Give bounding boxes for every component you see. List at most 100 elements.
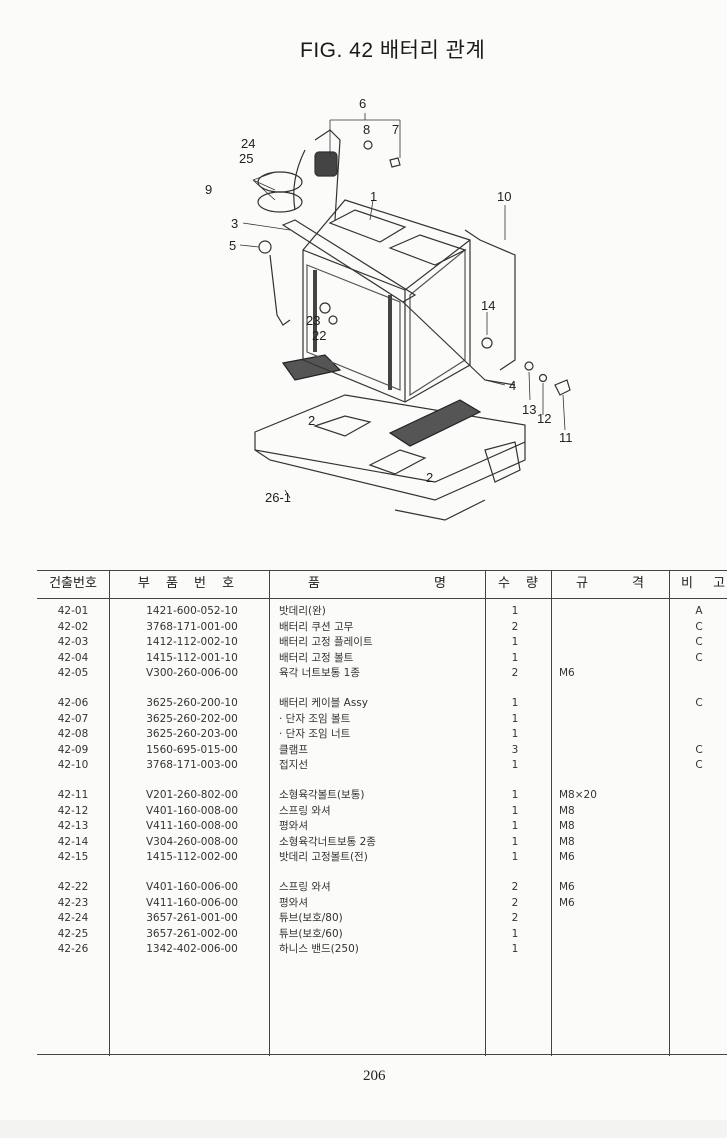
cell-spec: M8: [559, 820, 575, 832]
cell-part: 1421-600-052-10: [146, 605, 238, 617]
table-rule: [269, 570, 270, 1056]
cell-part: 3768-171-003-00: [146, 759, 238, 771]
cell-part: 1560-695-015-00: [146, 743, 238, 756]
cell-part: V304-260-008-00: [145, 835, 239, 848]
cell-qty: 1: [511, 697, 519, 709]
cell-qty: 1: [511, 636, 519, 648]
battery-exploded-diagram: 6 8 7 24 25 9 1 10 3 5 23 22 14 4 2 13 1…: [205, 96, 573, 521]
table-rule: [37, 598, 727, 599]
cell-name: · 단자 조임 너트: [279, 728, 351, 740]
header-part-name: 품 명: [307, 576, 447, 591]
header-remarks: 비 고: [681, 576, 726, 591]
table-rule: [37, 570, 727, 571]
cell-note: A: [695, 605, 703, 617]
cell-part: V411-160-008-00: [145, 820, 239, 832]
cell-spec: M6: [559, 851, 575, 863]
cell-no: 42-10: [57, 759, 89, 771]
cell-no: 42-24: [57, 912, 89, 924]
cell-no: 42-12: [57, 804, 89, 817]
cell-no: 42-08: [57, 728, 89, 740]
callout: 6: [359, 96, 366, 111]
cell-no: 42-22: [57, 881, 89, 893]
header-spec: 규 격: [575, 576, 645, 591]
cell-no: 42-23: [57, 896, 89, 909]
cell-no: 42-09: [57, 743, 89, 756]
cell-part: V411-160-006-00: [145, 896, 239, 909]
cell-name: 배터리 케이블 Assy: [279, 697, 368, 709]
cell-name: 밧데리 고정볼트(전): [279, 851, 368, 863]
cell-spec: M6: [559, 896, 575, 909]
header-ref-no: 건출번호: [49, 576, 97, 591]
table-rule: [669, 570, 670, 1056]
table-rule: [109, 570, 110, 1056]
cell-note: C: [695, 651, 703, 664]
callout: 22: [312, 328, 326, 343]
cell-qty: 2: [511, 896, 519, 909]
cell-name: 튜브(보호/60): [279, 927, 343, 940]
cell-name: 소형육각너트보통 2종: [279, 835, 376, 848]
callout: 10: [497, 189, 511, 204]
cell-part: 3768-171-001-00: [146, 620, 238, 633]
callout: 13: [522, 402, 536, 417]
cell-no: 42-03: [57, 636, 89, 648]
cell-no: 42-07: [57, 712, 89, 725]
cell-name: 클램프: [279, 743, 308, 756]
cell-qty: 1: [511, 712, 519, 725]
cell-name: 튜브(보호/80): [279, 912, 343, 924]
table-rule: [37, 1054, 727, 1055]
header-qty: 수 량: [497, 576, 539, 591]
cell-part: 1342-402-006-00: [146, 943, 238, 955]
cell-note: C: [695, 697, 703, 709]
cell-no: 42-01: [57, 605, 89, 617]
page-number: 206: [363, 1068, 386, 1084]
table-rule: [485, 570, 486, 1056]
cell-part: 3625-260-202-00: [146, 712, 238, 725]
cell-qty: 2: [511, 620, 519, 633]
callout: 4: [509, 378, 516, 393]
table-rule: [551, 570, 552, 1056]
callout: 12: [537, 411, 551, 426]
cell-qty: 1: [511, 759, 519, 771]
cell-no: 42-02: [57, 620, 89, 633]
cell-spec: M8: [559, 804, 575, 817]
cell-part: V300-260-006-00: [145, 667, 239, 679]
callout: 7: [392, 122, 399, 137]
cell-name: 스프링 와셔: [279, 881, 331, 893]
cell-note: C: [695, 743, 703, 756]
cell-note: C: [695, 636, 703, 648]
cell-part: V401-160-006-00: [145, 881, 239, 893]
cell-name: 하니스 밴드(250): [279, 943, 359, 955]
header-part-no: 부 품 번 호: [137, 576, 241, 591]
cell-no: 42-14: [57, 835, 89, 848]
cell-qty: 1: [511, 804, 519, 817]
callout: 5: [229, 238, 236, 253]
cell-qty: 1: [511, 605, 519, 617]
cell-name: 평와셔: [279, 896, 308, 909]
callout: 3: [231, 216, 238, 231]
cell-part: 3625-260-203-00: [146, 728, 238, 740]
cell-qty: 1: [511, 820, 519, 832]
parts-table: 건출번호 부 품 번 호 품 명 수 량 규 격 비 고 42-01 1421-6…: [37, 570, 727, 1056]
cell-note: C: [695, 759, 703, 771]
cell-part: V401-160-008-00: [145, 804, 239, 817]
cell-part: 3657-261-001-00: [146, 912, 238, 924]
callout: 9: [205, 182, 212, 197]
cell-name: · 단자 조임 볼트: [279, 712, 351, 725]
cell-part: 1415-112-002-00: [146, 851, 238, 863]
callout: 1: [370, 189, 377, 204]
cell-no: 42-04: [57, 651, 89, 664]
